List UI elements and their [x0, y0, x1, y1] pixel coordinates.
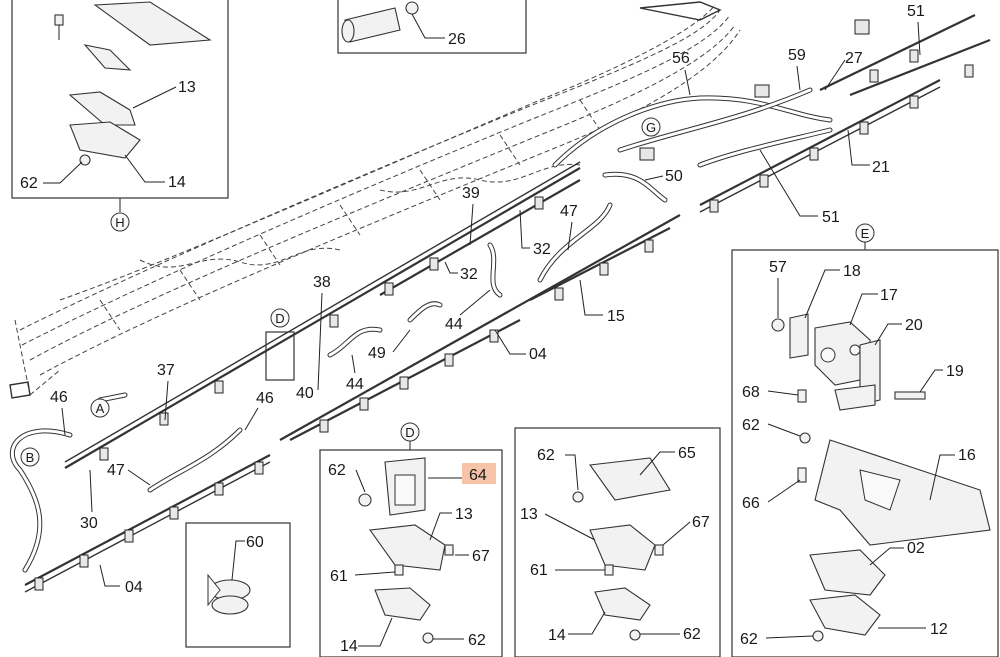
callout-66: 66: [742, 495, 760, 512]
callout-02: 02: [907, 540, 925, 557]
callout-50: 50: [665, 168, 683, 185]
view-marker-e: E: [861, 226, 870, 241]
callout-51-lower: 51: [822, 209, 840, 226]
callout-64: 64: [469, 467, 487, 484]
callout-30: 30: [80, 515, 98, 532]
callout-65: 65: [678, 445, 696, 462]
callout-04-mid: 04: [529, 346, 547, 363]
boom-frame-dashed: [9, 1, 741, 399]
nozzles: [34, 19, 974, 591]
callout-17: 17: [880, 287, 898, 304]
inset-e: E 57 18 17 20 19 68 62 16 66: [731, 223, 999, 657]
callout-26: 26: [448, 31, 466, 48]
callout-46-left: 46: [50, 389, 68, 406]
callout-56: 56: [672, 50, 690, 67]
callout-14-d: 14: [340, 638, 358, 655]
callout-62-65-bottom: 62: [683, 626, 701, 643]
highlight-64: [462, 463, 496, 484]
callout-62-65-top: 62: [537, 447, 555, 464]
callout-15: 15: [607, 308, 625, 325]
callout-57: 57: [769, 259, 787, 276]
view-marker-g: G: [646, 120, 656, 135]
callout-47-lower: 47: [107, 462, 125, 479]
inset-tee-fitting: 26: [337, 0, 527, 54]
callout-62-d-top: 62: [328, 462, 346, 479]
callout-51-top: 51: [907, 3, 925, 20]
callout-21: 21: [872, 159, 890, 176]
view-marker-a: A: [96, 401, 105, 416]
view-marker-h: H: [115, 215, 124, 230]
callout-47-top: 47: [560, 203, 578, 220]
callout-39: 39: [462, 185, 480, 202]
view-marker-b: B: [26, 450, 35, 465]
inset-h: 13 14 62 H: [11, 0, 229, 232]
callout-12: 12: [930, 621, 948, 638]
callout-44-lower: 44: [346, 376, 364, 393]
callout-62-d-bottom: 62: [468, 632, 486, 649]
callout-38: 38: [313, 274, 331, 291]
callout-68: 68: [742, 384, 760, 401]
callout-62-h: 62: [20, 175, 38, 192]
callout-13-65: 13: [520, 506, 538, 523]
callout-32-lower: 32: [460, 266, 478, 283]
callout-19: 19: [946, 363, 964, 380]
view-marker-d-inset: D: [405, 425, 414, 440]
inset-bracket-65: 62 65 13 67 61 14 62: [514, 427, 721, 657]
callout-14-65: 14: [548, 627, 566, 644]
callout-44-upper: 44: [445, 316, 463, 333]
callout-20: 20: [905, 317, 923, 334]
callout-62-e-bottom: 62: [740, 631, 758, 648]
callout-40: 40: [296, 385, 314, 402]
callout-27: 27: [845, 50, 863, 67]
callout-37: 37: [157, 362, 175, 379]
callout-61-65: 61: [530, 562, 548, 579]
hoses: [9, 87, 833, 573]
inset-d: D 64 62 13 67 61 14 62: [319, 422, 503, 657]
callout-60: 60: [246, 534, 264, 551]
callout-67-d: 67: [472, 548, 490, 565]
callout-18: 18: [843, 263, 861, 280]
callout-13-d: 13: [455, 506, 473, 523]
callout-49: 49: [368, 345, 386, 362]
callout-16: 16: [958, 447, 976, 464]
callout-67-65: 67: [692, 514, 710, 531]
callout-46-right: 46: [256, 390, 274, 407]
callout-62-e-top: 62: [742, 417, 760, 434]
view-marker-d-main: D: [275, 311, 284, 326]
inset-clip-60: 60: [185, 522, 291, 648]
callout-14-h: 14: [168, 174, 186, 191]
callout-04-lower: 04: [125, 579, 143, 596]
callout-61-d: 61: [330, 568, 348, 585]
main-callouts: 51 27 59 56 21 51 G 50 39 47 32 32 15 44…: [20, 3, 925, 596]
callout-32-upper: 32: [533, 241, 551, 258]
callout-59: 59: [788, 47, 806, 64]
callout-13-h: 13: [178, 79, 196, 96]
